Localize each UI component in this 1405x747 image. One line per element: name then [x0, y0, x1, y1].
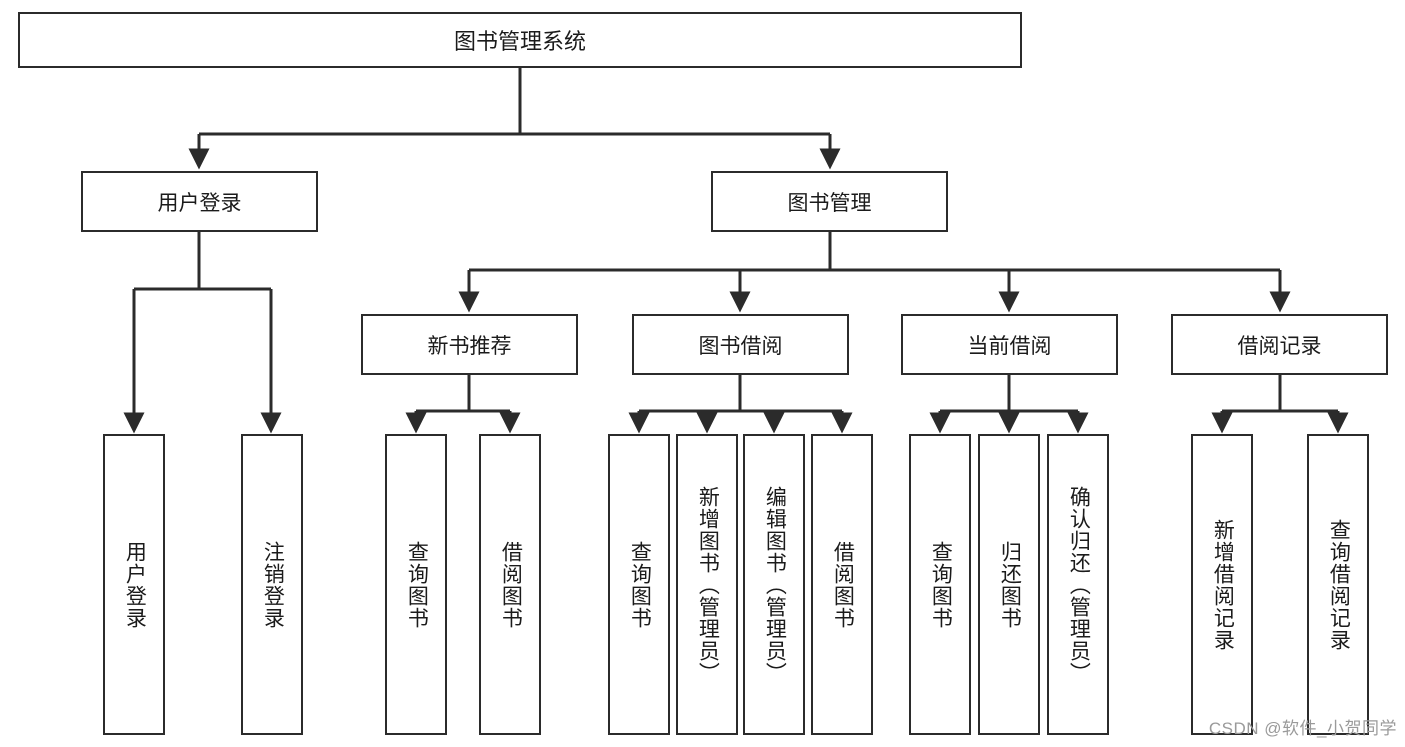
leaf-label: 查询图书	[628, 540, 652, 629]
leaf-label: 编辑图书（管理员）	[763, 485, 787, 684]
leaf-currentborrow-query-book[interactable]: 查询图书	[909, 434, 971, 735]
leaf-label: 查询图书	[405, 540, 429, 629]
leaf-borrowrecord-query-record[interactable]: 查询借阅记录	[1307, 434, 1369, 735]
leaf-bookborrow-edit-book-admin[interactable]: 编辑图书（管理员）	[743, 434, 805, 735]
node-borrow-record[interactable]: 借阅记录	[1171, 314, 1388, 375]
leaf-newbook-query-book[interactable]: 查询图书	[385, 434, 447, 735]
leaf-currentborrow-confirm-return-admin[interactable]: 确认归还（管理员）	[1047, 434, 1109, 735]
node-book-management[interactable]: 图书管理	[711, 171, 948, 232]
leaf-label: 借阅图书	[499, 540, 523, 629]
node-current-borrow[interactable]: 当前借阅	[901, 314, 1118, 375]
leaf-label: 归还图书	[998, 540, 1022, 629]
node-new-book-recommend[interactable]: 新书推荐	[361, 314, 578, 375]
leaf-bookborrow-add-book-admin[interactable]: 新增图书（管理员）	[676, 434, 738, 735]
node-root-system[interactable]: 图书管理系统	[18, 12, 1022, 68]
leaf-label: 查询图书	[929, 540, 953, 629]
csdn-watermark: CSDN @软件_小贺同学	[1208, 719, 1397, 738]
leaf-user-login-signout[interactable]: 注销登录	[241, 434, 303, 735]
leaf-label: 新增图书（管理员）	[696, 485, 720, 684]
leaf-label: 新增借阅记录	[1211, 518, 1235, 651]
leaf-bookborrow-borrow-book[interactable]: 借阅图书	[811, 434, 873, 735]
leaf-currentborrow-return-book[interactable]: 归还图书	[978, 434, 1040, 735]
leaf-newbook-borrow-book[interactable]: 借阅图书	[479, 434, 541, 735]
leaf-user-login-signin[interactable]: 用户登录	[103, 434, 165, 735]
leaf-label: 借阅图书	[831, 540, 855, 629]
leaf-label: 用户登录	[123, 540, 147, 629]
node-user-login[interactable]: 用户登录	[81, 171, 318, 232]
node-book-borrow[interactable]: 图书借阅	[632, 314, 849, 375]
leaf-label: 注销登录	[261, 540, 285, 629]
leaf-label: 查询借阅记录	[1327, 518, 1351, 651]
leaf-borrowrecord-add-record[interactable]: 新增借阅记录	[1191, 434, 1253, 735]
leaf-bookborrow-query-book[interactable]: 查询图书	[608, 434, 670, 735]
leaf-label: 确认归还（管理员）	[1067, 485, 1091, 684]
